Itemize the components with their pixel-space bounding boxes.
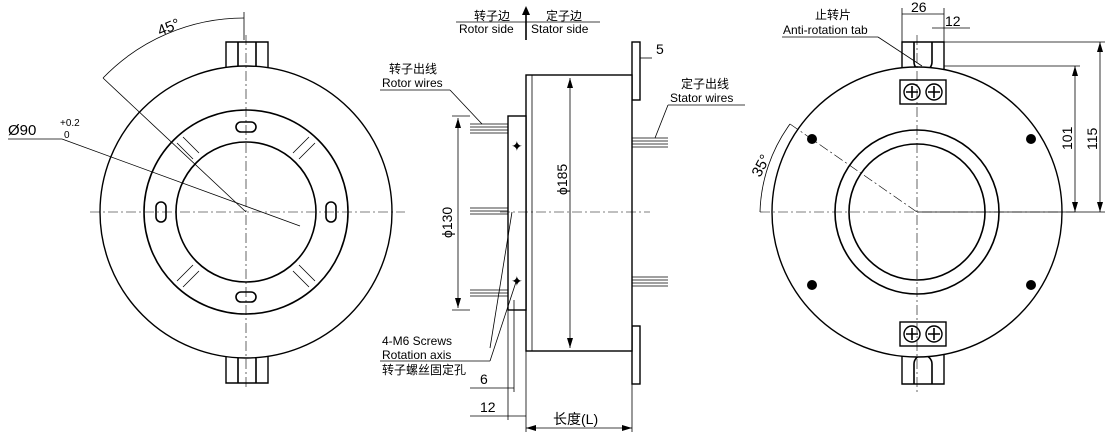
dim-101-label: 101: [1059, 126, 1075, 150]
dim-12-label: 12: [480, 399, 496, 415]
mount-holes: [807, 134, 1036, 290]
bore-diameter-label: Ø90: [8, 122, 36, 139]
rotor-side-en: Rotor side: [459, 22, 514, 36]
spokes: [176, 136, 316, 288]
rotor-flange-side: [507, 115, 527, 311]
rotor-wires: [470, 123, 508, 297]
screws-label-cn: 转子螺丝固定孔: [382, 362, 466, 377]
bore-tolerance-lower: 0: [64, 130, 70, 141]
flange-thickness-dim: 5: [656, 41, 664, 57]
stator-side-en: Stator side: [531, 22, 589, 36]
stator-wires-cn: 定子出线: [681, 76, 729, 91]
slot-width-dim: 12: [945, 13, 961, 29]
tab-width-dim: 26: [911, 0, 927, 15]
angle-45-label: 45°: [155, 15, 182, 39]
bore-tolerance-upper: +0.2: [60, 118, 80, 129]
stator-side-cn: 定子边: [546, 8, 582, 23]
stator-body: [525, 74, 633, 352]
rotor-wires-cn: 转子出线: [389, 61, 437, 76]
stator-flange-bottom: [631, 325, 641, 385]
stator-flange-top: [631, 41, 641, 101]
side-view: 转子边 Rotor side 定子边 Stator side: [380, 6, 745, 432]
rotor-wires-en: Rotor wires: [382, 76, 443, 90]
dim-6-label: 6: [480, 371, 488, 387]
screws-label-en: 4-M6 Screws: [382, 334, 452, 348]
stator-wires-en: Stator wires: [670, 91, 733, 105]
rotation-axis-label: Rotation axis: [382, 348, 451, 362]
angle-35-label: 35°: [749, 152, 775, 180]
back-view: 35° 止转片 Anti-rotation tab 26 12 101 115: [749, 0, 1105, 395]
screw-mark-top: ✦: [511, 138, 523, 154]
tab-label-cn: 止转片: [815, 7, 851, 22]
length-dim: 长度(L): [553, 411, 598, 427]
stator-wires: [632, 137, 668, 287]
rotor-diameter-dim: ϕ130: [439, 207, 455, 238]
rotor-side-cn: 转子边: [474, 8, 510, 23]
body-diameter-dim: ϕ185: [554, 164, 570, 195]
tab-label-en: Anti-rotation tab: [783, 23, 868, 37]
screw-mark-bottom: ✦: [511, 273, 523, 289]
front-view: 45° Ø90 +0.2 0: [8, 12, 405, 390]
dim-115-label: 115: [1084, 127, 1100, 150]
